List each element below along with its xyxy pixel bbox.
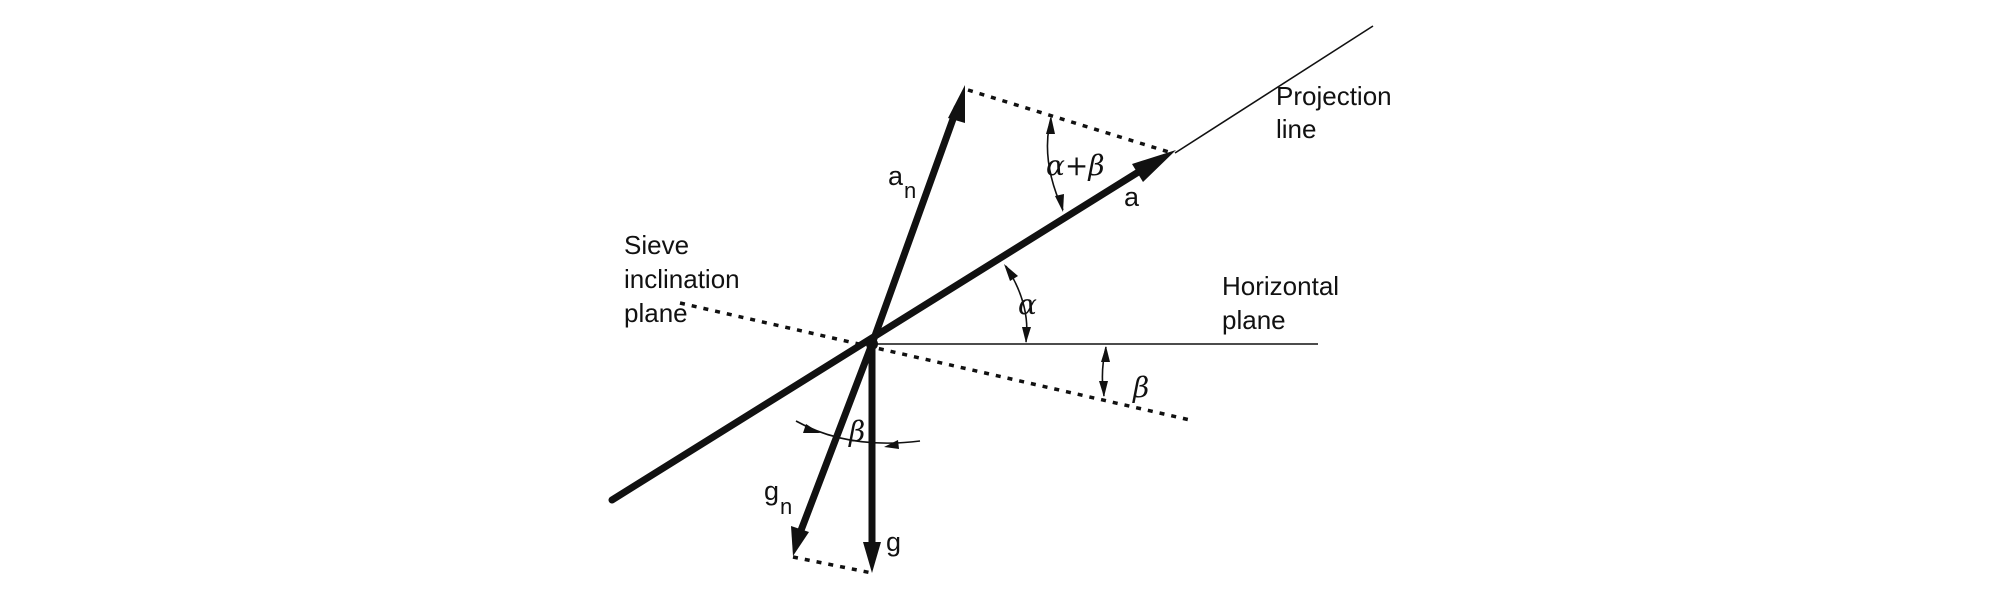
vector-g-label: g: [886, 527, 901, 557]
beta-bottom-arrow-right: [884, 440, 899, 449]
alpha-plus-beta-arrow-top: [1046, 116, 1055, 134]
vector-gn-label: g: [764, 476, 779, 506]
vector-g-arrowhead: [863, 542, 881, 573]
projection-line: [1174, 25, 1374, 154]
angle-beta-right-label: β: [1132, 371, 1149, 404]
gn-g-connector: [792, 555, 873, 575]
beta-bottom-arrow-left: [803, 424, 820, 433]
origin-point: [866, 338, 878, 350]
sieve-plane-label-3: plane: [624, 298, 688, 328]
horizontal-plane-label-2: plane: [1222, 305, 1286, 335]
vector-a-arrowhead: [1132, 150, 1176, 182]
horizontal-plane-label-1: Horizontal: [1222, 271, 1339, 301]
alpha-plus-beta-arrow-bottom: [1055, 194, 1064, 212]
alpha-arrow-bottom: [1022, 327, 1031, 343]
sieve-inclination-plane-line: [679, 301, 1191, 422]
vector-an-subscript: n: [904, 178, 916, 203]
vector-a-label: a: [1124, 182, 1140, 212]
angle-alpha-plus-beta-label: α+β: [1046, 149, 1105, 182]
projection-line-label-2: line: [1276, 114, 1316, 144]
vector-an-arrowhead: [948, 85, 965, 123]
vector-gn-arrowhead: [791, 526, 809, 556]
vector-an-line: [868, 104, 961, 348]
vector-gn-line: [796, 340, 876, 537]
beta-right-arrow-top: [1101, 346, 1110, 362]
vector-a-line: [608, 162, 1152, 504]
beta-right-arrow-bottom: [1099, 381, 1108, 397]
vector-an-label: a: [888, 161, 904, 191]
angle-beta-bottom-label: β: [848, 415, 865, 448]
alpha-arrow-top: [1004, 264, 1018, 281]
an-a-connector: [967, 88, 1173, 155]
vector-gn-subscript: n: [780, 494, 792, 519]
projection-line-label-1: Projection: [1276, 81, 1392, 111]
angle-alpha-label: α: [1018, 288, 1037, 321]
sieve-plane-label-2: inclination: [624, 264, 740, 294]
sieve-plane-label-1: Sieve: [624, 230, 689, 260]
